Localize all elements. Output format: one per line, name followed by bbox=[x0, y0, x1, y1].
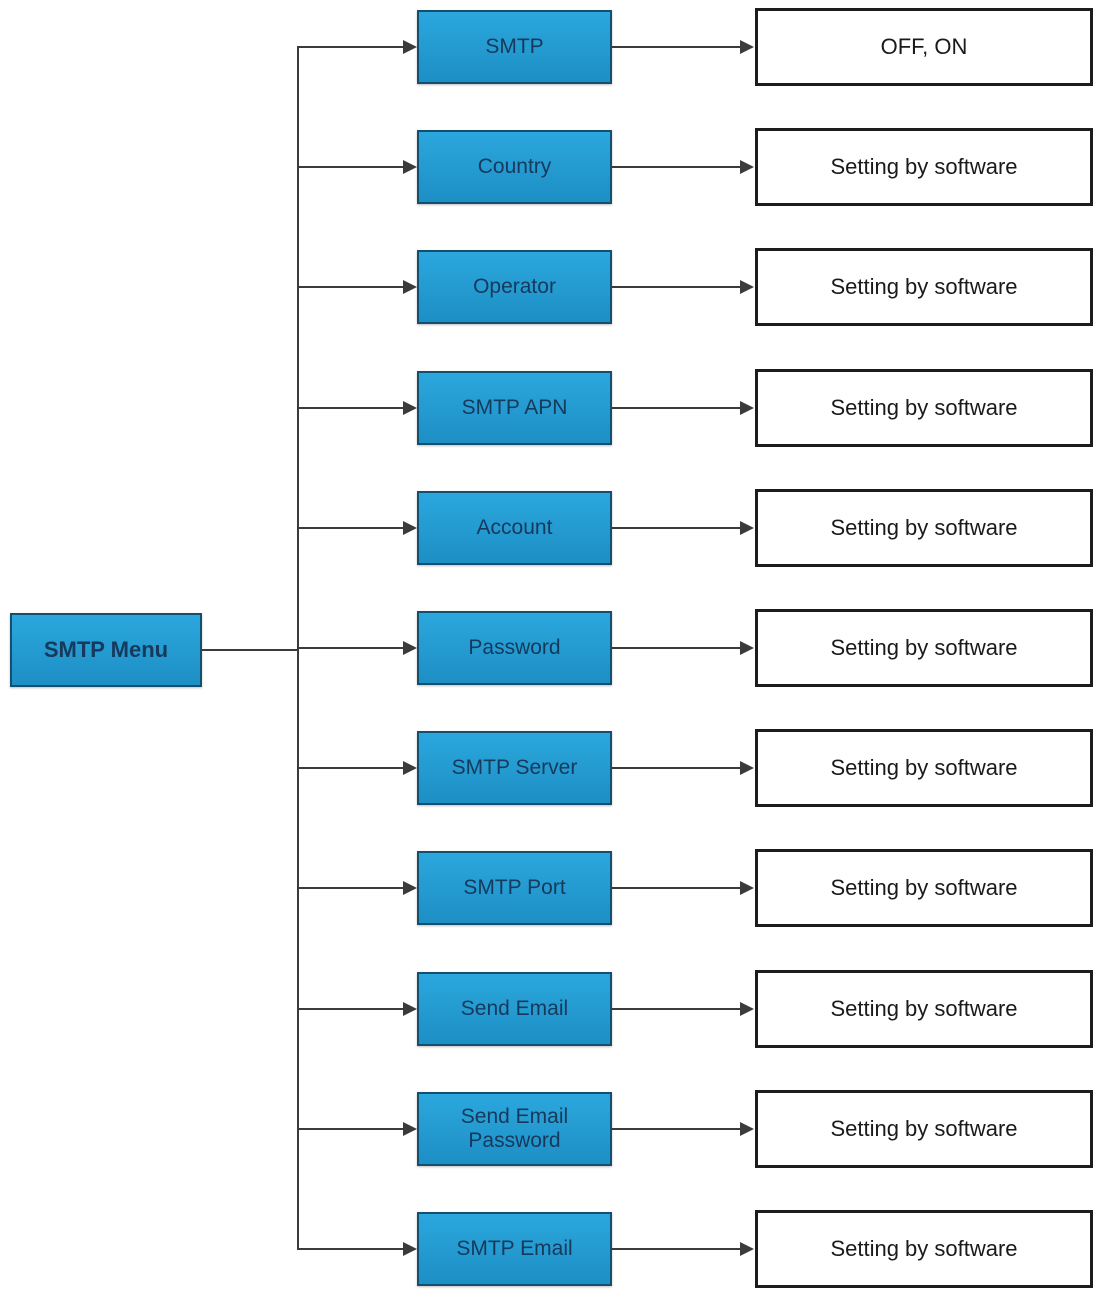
value-connector-line bbox=[612, 406, 741, 409]
menu-item-node: Send Email Password bbox=[417, 1091, 612, 1166]
menu-item-label: SMTP Server bbox=[451, 756, 578, 780]
menu-item-label: Operator bbox=[473, 275, 556, 299]
value-connector-line bbox=[612, 46, 741, 48]
value-box: Setting by software bbox=[755, 368, 1093, 447]
value-arrowhead-icon bbox=[740, 1121, 754, 1136]
menu-item-label: Country bbox=[477, 155, 552, 179]
branch-arrowhead-icon bbox=[403, 761, 417, 776]
menu-item-node: SMTP Server bbox=[417, 731, 612, 806]
value-label: Setting by software bbox=[830, 635, 1018, 660]
value-arrowhead-icon bbox=[740, 520, 754, 535]
menu-item-label: SMTP Port bbox=[463, 876, 566, 900]
menu-item-label: Account bbox=[476, 515, 553, 539]
menu-item-node: SMTP Port bbox=[417, 851, 612, 926]
menu-item-label: SMTP Email bbox=[456, 1236, 573, 1260]
value-box: Setting by software bbox=[755, 128, 1093, 207]
menu-item-label: Password bbox=[468, 635, 561, 659]
branch-connector-line bbox=[297, 46, 404, 48]
value-label: Setting by software bbox=[830, 1236, 1018, 1261]
branch-connector-line bbox=[297, 166, 404, 169]
value-box: Setting by software bbox=[755, 1210, 1093, 1288]
branch-arrowhead-icon bbox=[403, 1001, 417, 1016]
value-label: Setting by software bbox=[830, 1115, 1018, 1141]
branch-connector-line bbox=[297, 406, 404, 409]
branch-connector-line bbox=[297, 286, 404, 289]
value-box: Setting by software bbox=[755, 609, 1093, 687]
branch-arrowhead-icon bbox=[403, 160, 417, 175]
value-arrowhead-icon bbox=[740, 641, 754, 655]
value-connector-line bbox=[612, 166, 741, 169]
menu-item-node: Country bbox=[417, 130, 612, 205]
branch-arrowhead-icon bbox=[403, 280, 417, 295]
root-node-smtp-menu: SMTP Menu bbox=[10, 613, 202, 687]
value-arrowhead-icon bbox=[740, 1001, 754, 1016]
menu-item-label: Send Email Password bbox=[460, 1104, 569, 1152]
branch-connector-line bbox=[297, 1007, 404, 1010]
value-label: OFF, ON bbox=[880, 34, 968, 59]
branch-connector-line bbox=[297, 526, 404, 529]
branch-arrowhead-icon bbox=[403, 400, 417, 415]
menu-item-node: SMTP APN bbox=[417, 370, 612, 445]
branch-connector-line bbox=[297, 887, 404, 890]
menu-item-label: SMTP APN bbox=[461, 395, 568, 419]
value-box: OFF, ON bbox=[755, 8, 1093, 86]
value-arrowhead-icon bbox=[740, 280, 754, 295]
value-box: Setting by software bbox=[755, 1089, 1093, 1168]
menu-item-label: Send Email bbox=[460, 996, 569, 1020]
value-label: Setting by software bbox=[830, 755, 1018, 781]
value-box: Setting by software bbox=[755, 729, 1093, 808]
menu-item-node: Account bbox=[417, 490, 612, 565]
branch-arrowhead-icon bbox=[403, 641, 417, 655]
value-arrowhead-icon bbox=[740, 881, 754, 896]
value-connector-line bbox=[612, 526, 741, 529]
value-arrowhead-icon bbox=[740, 761, 754, 776]
value-connector-line bbox=[612, 1007, 741, 1010]
menu-item-label: SMTP bbox=[485, 34, 544, 58]
root-node-label: SMTP Menu bbox=[43, 637, 169, 662]
branch-arrowhead-icon bbox=[403, 1242, 417, 1256]
value-label: Setting by software bbox=[830, 274, 1018, 300]
menu-item-node: SMTP bbox=[417, 10, 612, 84]
menu-item-node: Password bbox=[417, 611, 612, 685]
branch-connector-line bbox=[297, 767, 404, 770]
menu-item-node: Operator bbox=[417, 250, 612, 325]
branch-arrowhead-icon bbox=[403, 881, 417, 896]
value-box: Setting by software bbox=[755, 248, 1093, 327]
value-label: Setting by software bbox=[830, 995, 1018, 1021]
branch-connector-line bbox=[297, 1248, 404, 1250]
value-label: Setting by software bbox=[830, 875, 1018, 901]
value-connector-line bbox=[612, 887, 741, 890]
menu-item-node: SMTP Email bbox=[417, 1212, 612, 1286]
value-connector-line bbox=[612, 767, 741, 770]
value-box: Setting by software bbox=[755, 969, 1093, 1048]
menu-item-node: Send Email bbox=[417, 971, 612, 1046]
branch-connector-line bbox=[297, 1127, 404, 1130]
value-box: Setting by software bbox=[755, 849, 1093, 928]
root-connector-line bbox=[202, 649, 298, 651]
value-label: Setting by software bbox=[830, 154, 1018, 180]
value-arrowhead-icon bbox=[740, 400, 754, 415]
value-label: Setting by software bbox=[830, 514, 1018, 540]
value-connector-line bbox=[612, 647, 741, 649]
branch-arrowhead-icon bbox=[403, 1121, 417, 1136]
branch-connector-line bbox=[297, 647, 404, 649]
value-arrowhead-icon bbox=[740, 40, 754, 54]
branch-arrowhead-icon bbox=[403, 520, 417, 535]
value-connector-line bbox=[612, 1127, 741, 1130]
value-label: Setting by software bbox=[830, 394, 1018, 420]
value-arrowhead-icon bbox=[740, 1242, 754, 1256]
value-box: Setting by software bbox=[755, 488, 1093, 567]
value-connector-line bbox=[612, 1248, 741, 1250]
branch-arrowhead-icon bbox=[403, 40, 417, 54]
value-connector-line bbox=[612, 286, 741, 289]
value-arrowhead-icon bbox=[740, 160, 754, 175]
